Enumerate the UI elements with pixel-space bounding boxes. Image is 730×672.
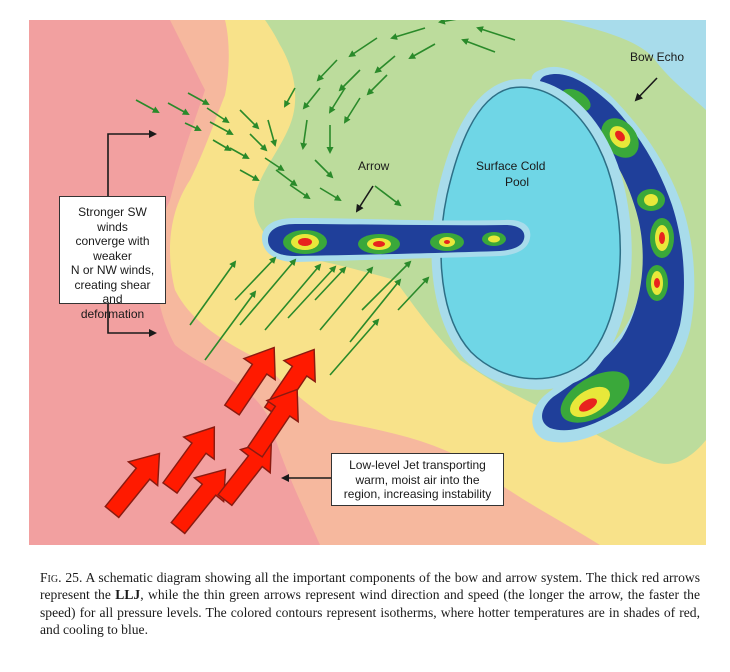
- wind-arrow: [239, 169, 260, 181]
- wind-arrow: [264, 263, 322, 331]
- callout-low-level-jet: Low-level Jet transporting warm, moist a…: [331, 453, 504, 506]
- wind-arrow: [319, 187, 342, 202]
- bow-and-arrow-diagram: Bow Echo Arrow Surface Cold Pool: [29, 20, 706, 545]
- wind-arrow: [212, 139, 232, 152]
- arrow-echo-cell-1: [283, 230, 327, 254]
- callout-line: Stronger SW winds: [78, 205, 147, 234]
- callout-line: region, increasing instability: [343, 487, 492, 501]
- wind-arrow: [314, 266, 347, 301]
- wind-arrow: [390, 27, 426, 40]
- arrow-pointer: [355, 185, 374, 213]
- wind-arrow: [206, 107, 230, 124]
- wind-arrow: [239, 109, 260, 130]
- wind-arrow: [204, 290, 257, 361]
- light-blue-zone: [560, 20, 706, 110]
- wind-arrow: [249, 133, 268, 152]
- callout-line: Low-level Jet transporting: [349, 458, 486, 472]
- arrow-echo-cell-3: [430, 233, 464, 251]
- callout-line: N or NW winds,: [70, 263, 155, 277]
- caption-text-start: A schematic diagram showing all the impo…: [40, 569, 700, 603]
- callout-line: creating shear and: [74, 277, 151, 307]
- llj-arrow: [104, 452, 161, 519]
- arrow-echo-cell-2: [358, 234, 400, 254]
- callout-line: deformation: [80, 306, 145, 321]
- llj-arrow: [161, 425, 216, 495]
- wind-arrow: [348, 37, 378, 58]
- llj-arrow: [246, 388, 299, 458]
- bow-echo-cell-6: [560, 371, 630, 423]
- wind-arrow: [319, 266, 374, 331]
- wind-arrow: [461, 38, 496, 53]
- llj-arrow: [223, 346, 276, 416]
- wind-arrow: [234, 256, 277, 301]
- wind-arrow: [361, 260, 412, 311]
- llj-arrow: [217, 439, 273, 507]
- wind-arrow: [476, 26, 516, 41]
- wind-arrow: [184, 122, 202, 132]
- callout-left-pointer-bottom: [107, 304, 157, 337]
- wind-arrow: [187, 92, 210, 105]
- wind-arrow: [284, 87, 296, 108]
- wind-arrow: [267, 119, 278, 147]
- wind-arrow: [374, 185, 402, 207]
- wind-arrow: [189, 260, 237, 326]
- surface-cold-pool-label-line1: Surface Cold: [476, 159, 545, 173]
- surface-cold-pool: [440, 86, 621, 380]
- wind-arrow: [135, 99, 160, 113]
- bow-echo-cell-3: [637, 189, 665, 211]
- bow-echo-label: Bow Echo: [630, 50, 684, 64]
- wind-arrow: [343, 97, 361, 124]
- wind-arrow: [349, 278, 402, 343]
- wind-arrow: [314, 159, 334, 179]
- arrow-label: Arrow: [358, 159, 390, 173]
- llj-arrows: [104, 346, 316, 535]
- pointer-arrows: [107, 77, 658, 482]
- surface-cold-pool-label-line2: Pool: [505, 175, 529, 189]
- callout-shear-deformation: Stronger SW winds converge with weaker N…: [59, 196, 166, 321]
- bow-echo-outer: [539, 74, 684, 431]
- bow-echo-cell-5: [646, 265, 668, 301]
- wind-arrow: [287, 265, 337, 319]
- wind-arrow: [302, 87, 321, 110]
- wind-arrow: [167, 102, 190, 115]
- figure-number: Fig. 25.: [40, 569, 83, 585]
- wind-arrow: [366, 74, 388, 96]
- wind-arrow: [229, 147, 250, 159]
- wind-arrow: [374, 55, 396, 74]
- caption-llj: LLJ: [115, 587, 141, 603]
- wind-arrow: [328, 87, 346, 114]
- wind-arrow: [289, 184, 311, 200]
- wind-arrow: [438, 20, 457, 25]
- callout-line: warm, moist air into the: [355, 472, 480, 487]
- wind-arrows-southwest: [189, 256, 430, 376]
- wind-arrow: [264, 157, 285, 172]
- wind-arrow: [316, 59, 338, 82]
- wind-arrow: [300, 119, 308, 150]
- callout-left-pointer-top: [107, 130, 157, 196]
- bow-echo-cell-4: [650, 218, 674, 258]
- wind-arrow: [408, 43, 436, 59]
- arrow-echo-cell-4: [482, 232, 506, 246]
- caption-text-end: , while the thin green arrows represent …: [40, 587, 700, 638]
- callout-line: converge with: [75, 234, 150, 248]
- bow-echo-pointer: [634, 77, 658, 102]
- wind-arrow: [209, 121, 234, 135]
- callout-line: weaker: [93, 248, 132, 263]
- wind-arrow: [329, 318, 380, 376]
- figure-caption: Fig. 25. A schematic diagram showing all…: [40, 569, 700, 639]
- wind-arrow: [338, 69, 361, 92]
- wind-arrow: [239, 258, 297, 326]
- wind-arrow: [397, 276, 430, 311]
- wind-arrow: [275, 169, 298, 187]
- wind-arrows-upper: [135, 20, 516, 207]
